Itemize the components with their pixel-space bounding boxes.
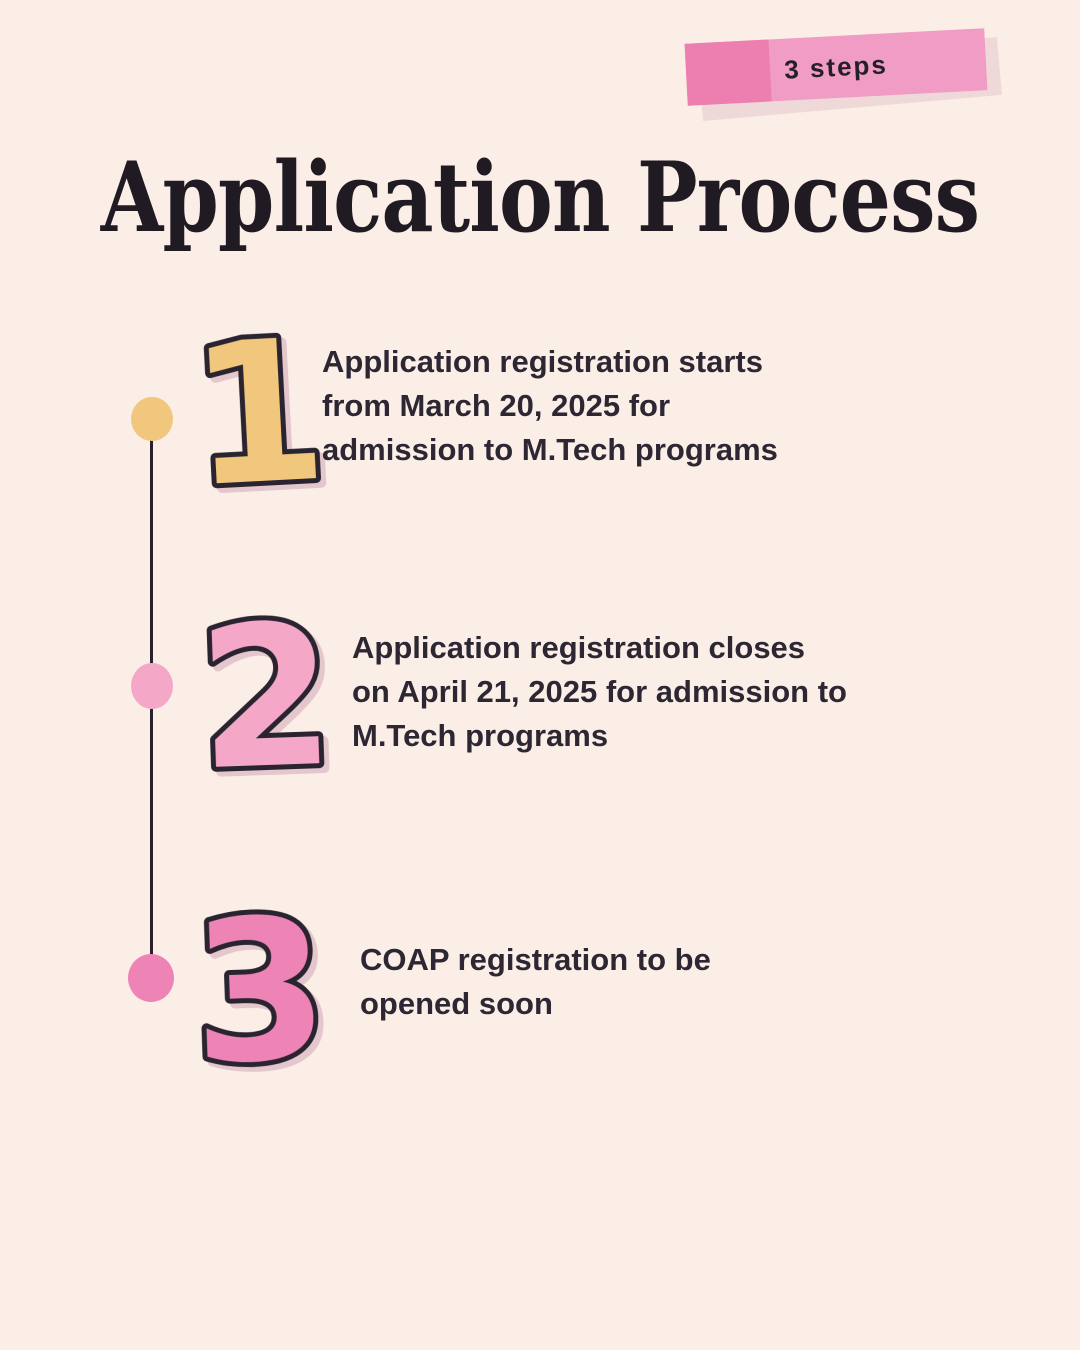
timeline-dot-step-3	[128, 954, 174, 1002]
step-3-number-glyph: 3	[188, 902, 332, 1077]
step-1-number: 1	[184, 322, 333, 499]
step-2-description: Application registration closes on April…	[352, 630, 847, 754]
step-1-number-glyph: 1	[184, 322, 331, 499]
step-2-number-glyph: 2	[194, 608, 338, 783]
step-2-number: 2	[193, 608, 339, 783]
steps-count-badge: 3 steps	[684, 28, 1002, 121]
step-1-description: Application registration starts from Mar…	[322, 344, 778, 468]
step-3-number: 3	[187, 902, 333, 1077]
page-title: Application Process	[100, 141, 980, 254]
badge-label: 3 steps	[783, 48, 889, 85]
timeline-dot-step-1	[131, 397, 173, 441]
step-3-description: COAP registration to be opened soon	[360, 942, 711, 1022]
badge-tape-end	[684, 39, 772, 106]
timeline-dot-step-2	[131, 663, 173, 709]
